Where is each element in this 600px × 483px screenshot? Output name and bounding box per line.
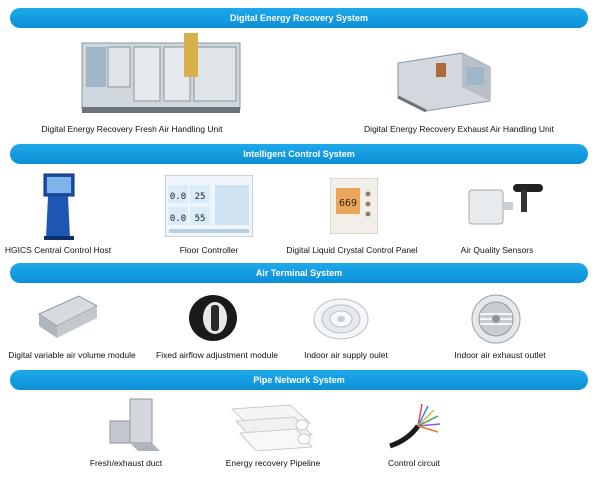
fixed-airflow-module-image <box>189 295 237 341</box>
variable-air-volume-module-image <box>37 295 99 338</box>
fresh-exhaust-duct-image <box>109 398 160 451</box>
fresh-air-handling-unit-image <box>81 33 241 113</box>
control-circuit-image <box>389 403 441 449</box>
central-control-host-image <box>43 173 75 240</box>
air-quality-sensor-image <box>468 184 543 225</box>
caption-control-circuit: Control circuit <box>388 458 440 468</box>
lcd-control-panel-image: 669 <box>330 178 378 234</box>
caption-variable-air-volume-module: Digital variable air volume module <box>8 350 136 360</box>
floor-controller-image: 0.0 25 0.0 55 <box>165 175 253 237</box>
floor-controller-reading-1: 0.0 <box>170 192 186 202</box>
exhaust-air-handling-unit-image <box>397 52 491 113</box>
caption-fixed-airflow-module: Fixed airflow adjustment module <box>156 350 278 360</box>
caption-air-supply-outlet: Indoor air supply oulet <box>304 350 388 360</box>
section-header-energy-recovery: Digital Energy Recovery System <box>10 8 588 28</box>
caption-energy-recovery-pipeline: Energy recovery Pipeline <box>225 458 321 468</box>
caption-floor-controller: Floor Controller <box>179 245 239 255</box>
section-header-intelligent-control: Intelligent Control System <box>10 144 588 164</box>
caption-lcd-control-panel: Digital Liquid Crystal Control Panel <box>286 245 418 255</box>
caption-air-quality-sensors: Air Quality Sensors <box>460 245 534 255</box>
lcd-panel-reading: 669 <box>339 198 357 209</box>
energy-recovery-pipeline-image <box>230 404 314 451</box>
section-header-pipe-network: Pipe Network System <box>10 370 588 390</box>
caption-fresh-exhaust-duct: Fresh/exhaust duct <box>89 458 163 468</box>
caption-fresh-air-handling-unit: Digital Energy Recovery Fresh Air Handli… <box>41 124 223 134</box>
floor-controller-reading-2: 25 <box>195 192 206 202</box>
floor-controller-reading-4: 55 <box>195 214 206 224</box>
floor-controller-reading-3: 0.0 <box>170 214 186 224</box>
caption-central-control-host: HGICS Central Control Host <box>4 245 112 255</box>
caption-air-exhaust-outlet: Indoor air exhaust outlet <box>454 350 546 360</box>
section-header-air-terminal: Air Terminal System <box>10 263 588 283</box>
air-exhaust-outlet-image <box>471 294 521 344</box>
caption-exhaust-air-handling-unit: Digital Energy Recovery Exhaust Air Hand… <box>364 124 554 134</box>
air-supply-outlet-image <box>313 298 369 340</box>
